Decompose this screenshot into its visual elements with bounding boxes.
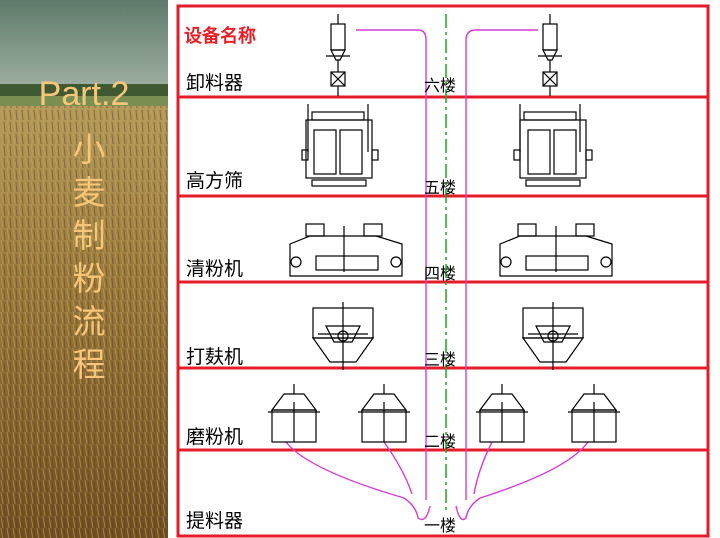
- purifier-right: [499, 223, 613, 277]
- floor-label-5: 五楼: [424, 178, 457, 197]
- process-diagram: 设备名称 卸料器 高方筛 清粉机 打麸机 磨粉机 提料器 六楼 五楼 四楼 三楼…: [168, 0, 720, 538]
- part-title: Part.2: [38, 75, 130, 113]
- bran-finisher-left: [311, 302, 375, 370]
- equipment-label-plansifter: 高方筛: [186, 170, 244, 192]
- purifier-left: [289, 223, 403, 277]
- equipment-drawing: [268, 14, 620, 521]
- equipment-label-roller-mill: 磨粉机: [186, 426, 244, 448]
- wheat-field-image: [0, 0, 168, 538]
- floor-label-4: 四楼: [424, 264, 457, 283]
- header-label: 设备名称: [184, 26, 256, 47]
- unloader-left: [326, 14, 350, 96]
- roller-mill-4: [568, 384, 620, 443]
- equipment-label-elevator: 提料器: [186, 510, 244, 532]
- floor-grid: [176, 4, 710, 538]
- floor-label-3: 三楼: [424, 350, 457, 369]
- roller-mill-1: [268, 384, 320, 443]
- plansifter-right: [513, 104, 593, 187]
- bran-finisher-right: [521, 302, 585, 370]
- unloader-right: [538, 14, 562, 96]
- roller-mill-2: [358, 384, 410, 443]
- equipment-label-bran-finisher: 打麸机: [186, 346, 244, 368]
- plansifter-left: [301, 104, 379, 187]
- wheat-field-panel: Part.2 小麦制粉流程: [0, 0, 168, 538]
- floor-label-1: 一楼: [424, 516, 457, 535]
- equipment-label-purifier: 清粉机: [186, 258, 244, 280]
- roller-mill-3: [476, 384, 528, 443]
- floor-label-2: 二楼: [424, 432, 457, 451]
- equipment-label-unloader: 卸料器: [186, 72, 244, 94]
- floor-label-6: 六楼: [424, 76, 457, 95]
- part-subtitle: 小麦制粉流程: [72, 130, 106, 384]
